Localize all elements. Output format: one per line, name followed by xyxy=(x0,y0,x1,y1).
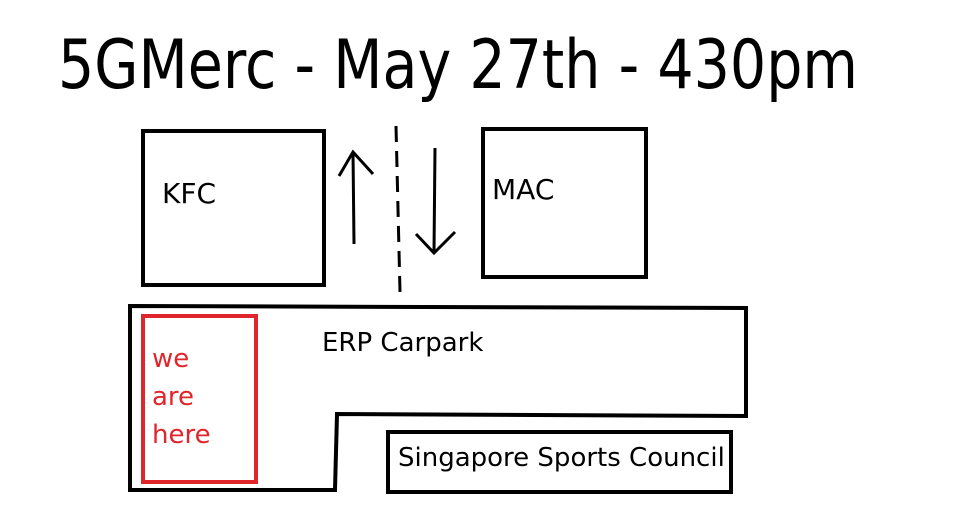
sports-council-building xyxy=(386,430,733,494)
down-arrow-icon xyxy=(414,147,457,256)
kfc-label: KFC xyxy=(162,177,217,210)
sports-council-label: Singapore Sports Council xyxy=(398,443,725,473)
you-are-here-marker xyxy=(141,314,258,484)
you-are-here-line-2: are xyxy=(152,382,195,412)
up-arrow-icon xyxy=(337,149,375,245)
map-title: 5GMerc - May 27th - 430pm xyxy=(58,26,858,105)
erp-carpark-outline xyxy=(128,303,748,492)
you-are-here-label: we are here xyxy=(152,340,252,454)
erp-carpark-label: ERP Carpark xyxy=(322,328,484,358)
you-are-here-line-1: we xyxy=(152,344,190,374)
road-divider-line xyxy=(394,125,402,293)
kfc-building xyxy=(141,129,326,287)
mac-building xyxy=(481,127,648,279)
mac-label: MAC xyxy=(492,173,555,206)
you-are-here-line-3: here xyxy=(152,420,211,450)
